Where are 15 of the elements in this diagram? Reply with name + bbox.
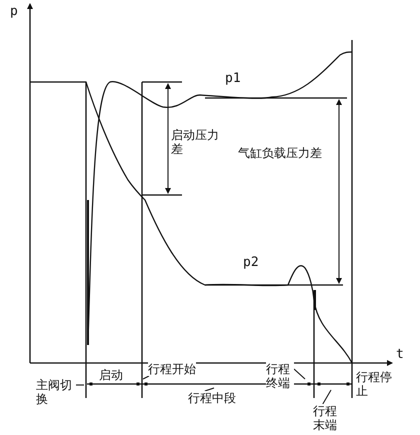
phase-label: 行程终端 (266, 362, 294, 390)
axis-label: t (396, 348, 404, 362)
axis-label: p (10, 5, 18, 19)
phase-label: 行程中段 (188, 391, 236, 405)
phase-label: 行程开始 (148, 362, 196, 376)
dimension-label: 启动压力差 (171, 128, 220, 156)
leader-line (76, 384, 84, 386)
leader-line (204, 388, 214, 392)
phase-label: 行程停止 (356, 370, 393, 398)
dimension-label: 气缸负载压力差 (238, 146, 322, 160)
leader-line (322, 390, 332, 404)
leader-line (294, 368, 306, 380)
curve-label: p2 (243, 256, 259, 270)
phase-label: 启动 (99, 368, 123, 382)
curve-label: p1 (225, 72, 241, 86)
